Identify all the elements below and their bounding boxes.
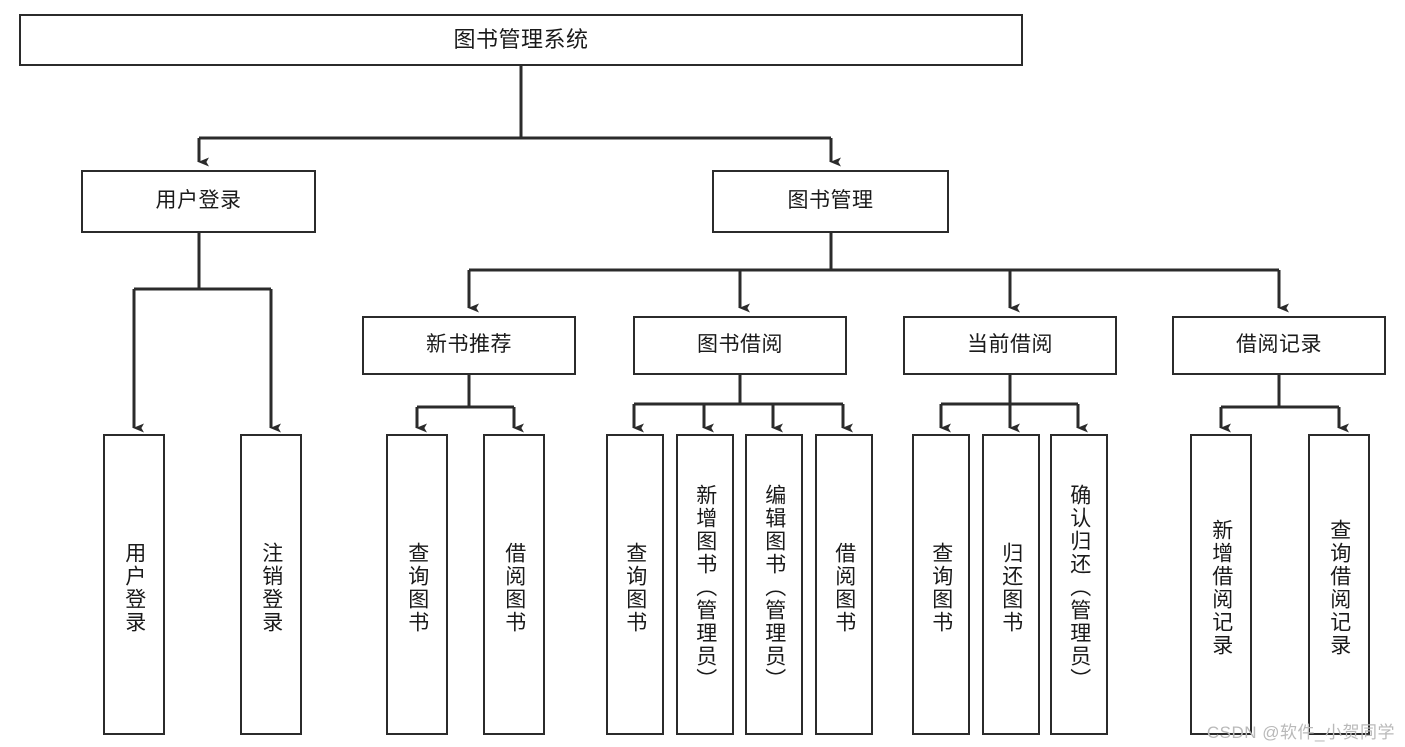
node-leaf-confirm-return-label: 确认归还（管理员） [1067,484,1091,691]
node-book-borrow[interactable]: 图书借阅 [633,316,847,375]
node-leaf-query-book-2-label: 查询图书 [623,541,647,634]
node-leaf-query-book-1-label: 查询图书 [405,541,429,634]
node-leaf-return-book-label: 归还图书 [999,541,1023,634]
node-root-label: 图书管理系统 [453,27,589,53]
node-leaf-query-book-2[interactable]: 查询图书 [606,434,664,735]
watermark: CSDN @软件_小贺同学 [1206,723,1395,742]
node-leaf-user-login[interactable]: 用户登录 [103,434,165,735]
node-leaf-add-book[interactable]: 新增图书（管理员） [676,434,734,735]
node-leaf-query-book-3[interactable]: 查询图书 [912,434,970,735]
node-leaf-query-record[interactable]: 查询借阅记录 [1308,434,1370,735]
node-borrow-record-label: 借阅记录 [1236,333,1322,357]
node-leaf-borrow-book-1[interactable]: 借阅图书 [483,434,545,735]
node-leaf-return-book[interactable]: 归还图书 [982,434,1040,735]
node-current-borrow[interactable]: 当前借阅 [903,316,1117,375]
node-leaf-query-record-label: 查询借阅记录 [1327,518,1351,657]
node-leaf-borrow-book-2[interactable]: 借阅图书 [815,434,873,735]
node-book-borrow-label: 图书借阅 [697,333,783,357]
node-leaf-query-book-1[interactable]: 查询图书 [386,434,448,735]
node-leaf-borrow-book-1-label: 借阅图书 [502,541,526,634]
node-leaf-add-record[interactable]: 新增借阅记录 [1190,434,1252,735]
node-book-management[interactable]: 图书管理 [712,170,949,233]
node-leaf-logout-label: 注销登录 [259,541,283,634]
node-leaf-borrow-book-2-label: 借阅图书 [832,541,856,634]
node-leaf-logout[interactable]: 注销登录 [240,434,302,735]
node-new-book-recommend[interactable]: 新书推荐 [362,316,576,375]
node-leaf-edit-book-label: 编辑图书（管理员） [762,484,786,691]
node-user-login-label: 用户登录 [155,189,242,213]
node-leaf-query-book-3-label: 查询图书 [929,541,953,634]
node-leaf-add-record-label: 新增借阅记录 [1209,518,1233,657]
node-leaf-user-login-label: 用户登录 [122,541,146,634]
node-current-borrow-label: 当前借阅 [967,333,1053,357]
node-book-management-label: 图书管理 [787,189,874,213]
node-borrow-record[interactable]: 借阅记录 [1172,316,1386,375]
node-new-book-recommend-label: 新书推荐 [426,333,512,357]
node-leaf-confirm-return[interactable]: 确认归还（管理员） [1050,434,1108,735]
node-leaf-add-book-label: 新增图书（管理员） [693,484,717,691]
node-leaf-edit-book[interactable]: 编辑图书（管理员） [745,434,803,735]
node-user-login[interactable]: 用户登录 [81,170,316,233]
node-root[interactable]: 图书管理系统 [19,14,1023,66]
